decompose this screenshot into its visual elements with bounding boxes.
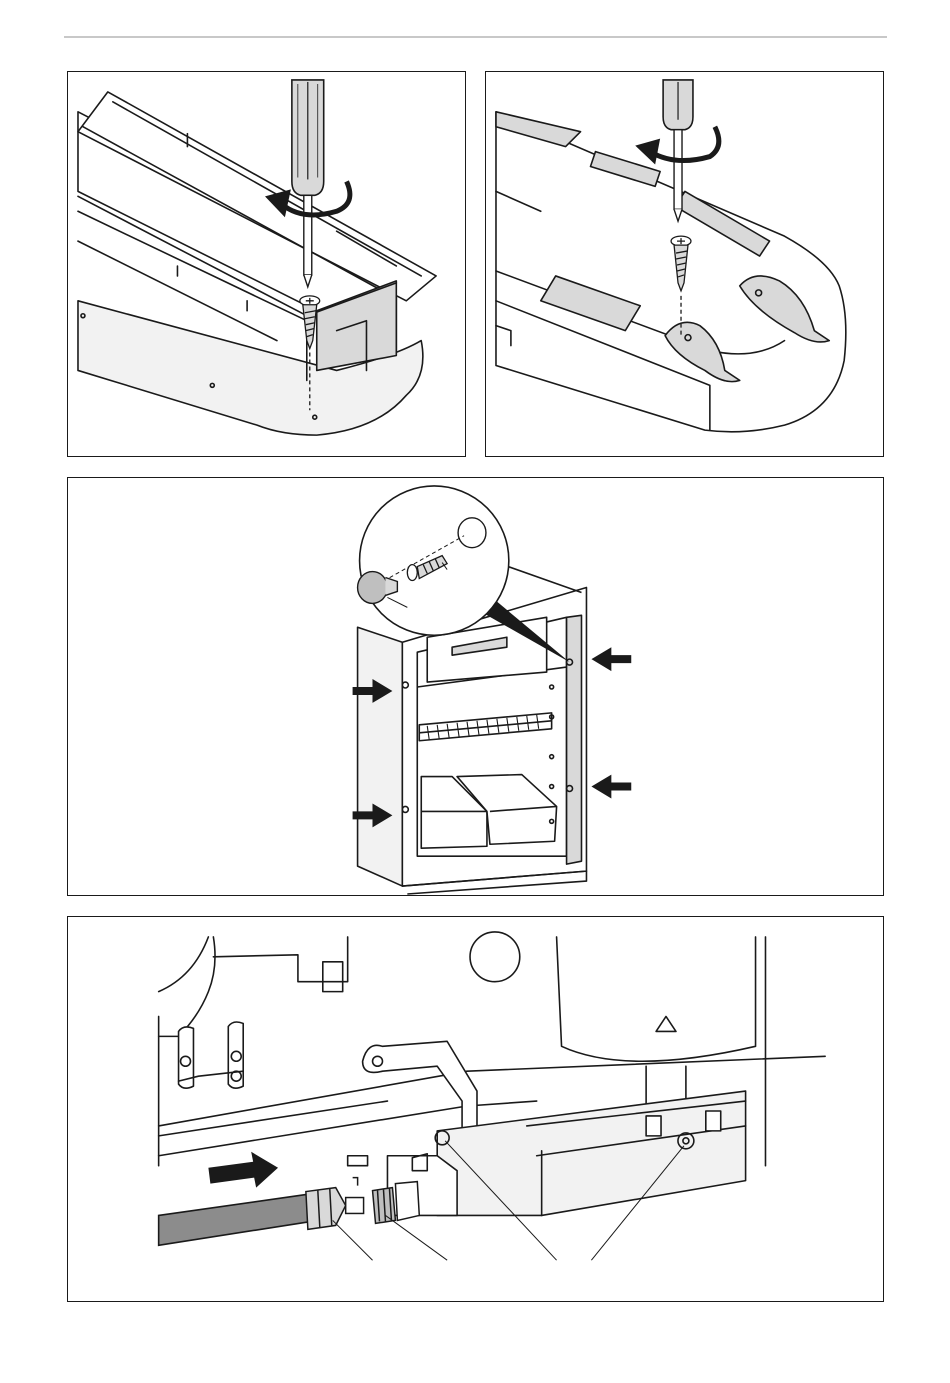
- refrigerator-illustration: [68, 478, 883, 895]
- frame-top-illustration: [68, 72, 465, 456]
- gas-connection-illustration: [68, 917, 883, 1301]
- hose-icon: [159, 1194, 318, 1246]
- frame-bottom-illustration: [486, 72, 883, 456]
- figure-panel-gas-connection: [67, 916, 884, 1302]
- figure-panel-refrigerator: [67, 477, 884, 896]
- figure-panel-top-frame: [67, 71, 466, 457]
- figure-panel-bottom-frame: [485, 71, 884, 457]
- top-rule: [64, 36, 887, 38]
- push-arrow-icon: [208, 1152, 278, 1188]
